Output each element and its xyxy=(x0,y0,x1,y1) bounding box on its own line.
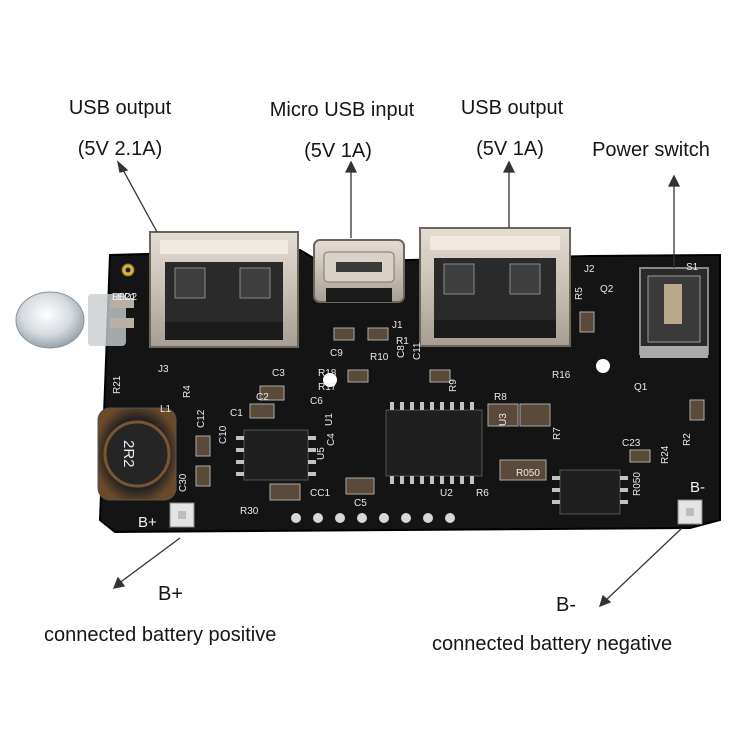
silk-designator: R24 xyxy=(660,445,671,464)
callout-micro-usb-input-title: Micro USB input xyxy=(269,99,415,121)
pad-b-minus xyxy=(677,499,703,525)
usb-port-left xyxy=(149,231,299,348)
callout-b-plus-desc: connected battery positive xyxy=(44,624,277,646)
callout-usb-output-right-title: USB output xyxy=(460,97,564,119)
silk-designator: J1 xyxy=(392,320,403,331)
silk-designator: C5 xyxy=(354,498,367,509)
silk-designator: C23 xyxy=(622,438,641,449)
callout-b-minus-title: B- xyxy=(556,594,576,616)
silk-designator: C4 xyxy=(326,433,337,446)
callout-power-switch: Power switch xyxy=(592,139,710,161)
callout-micro-usb-input-spec: (5V 1A) xyxy=(304,140,372,162)
silk-designator: J3 xyxy=(158,364,169,375)
silk-designator: L1 xyxy=(160,404,172,415)
silk-designator: R6 xyxy=(476,488,489,499)
callout-b-minus-desc: connected battery negative xyxy=(432,633,673,655)
silk-designator: U3 xyxy=(498,413,509,426)
silk-designator: C11 xyxy=(412,342,423,360)
silk-designator: R9 xyxy=(448,379,459,392)
silk-designator: U2 xyxy=(440,488,453,499)
micro-usb-port xyxy=(313,239,405,303)
mount-hole xyxy=(323,373,337,387)
silk-designator: Q2 xyxy=(600,284,614,295)
callout-b-plus-title: B+ xyxy=(158,583,184,605)
callout-usb-output-left-spec: (5V 2.1A) xyxy=(77,138,163,160)
silk-designator: R2 xyxy=(682,433,693,446)
silk-designator: R7 xyxy=(552,427,563,440)
mount-hole xyxy=(596,359,610,373)
silk-designator: U1 xyxy=(324,413,335,426)
silk-designator: C3 xyxy=(272,368,285,379)
silk-b-plus: B+ xyxy=(138,514,157,531)
silk-designator: R050 xyxy=(516,468,540,479)
silk-designator: CC1 xyxy=(310,488,330,499)
leader-lines xyxy=(112,160,683,608)
ic-u3 xyxy=(552,469,628,515)
power-switch xyxy=(639,267,709,358)
silk-designator: C2 xyxy=(256,392,269,403)
silk-designator: R021 xyxy=(112,292,136,303)
silk-designator: C8 xyxy=(396,345,407,358)
silk-designator: J2 xyxy=(584,264,595,275)
silk-designator: C1 xyxy=(230,408,243,419)
silk-designator: R30 xyxy=(240,506,259,517)
pad-b-plus xyxy=(169,502,195,528)
pin-header xyxy=(291,513,455,523)
inductor: 2R2 xyxy=(97,407,177,501)
silk-designator: U5 xyxy=(316,447,327,460)
silk-designator: C30 xyxy=(178,473,189,492)
silk-designator: R5 xyxy=(574,287,585,300)
inductor-label: 2R2 xyxy=(120,440,137,468)
silk-designator: S1 xyxy=(686,262,699,273)
silk-designator: R17 xyxy=(318,382,337,393)
silk-designator: C12 xyxy=(196,409,207,428)
silk-designator: R16 xyxy=(552,370,571,381)
silk-designator: Q1 xyxy=(634,382,648,393)
silk-designator: R4 xyxy=(182,385,193,398)
ic-u5 xyxy=(236,429,316,481)
callout-usb-output-right-spec: (5V 1A) xyxy=(476,138,544,160)
silk-designator: C9 xyxy=(330,348,343,359)
silk-designator: C6 xyxy=(310,396,323,407)
silk-designator: R8 xyxy=(494,392,507,403)
silk-designator: R050 xyxy=(632,472,643,496)
silk-designator: R21 xyxy=(112,375,123,394)
silk-designator: R18 xyxy=(318,368,337,379)
silk-designator: R10 xyxy=(370,352,389,363)
ic-u2 xyxy=(385,402,483,484)
usb-port-right xyxy=(419,227,571,347)
silk-designator: LED2 xyxy=(112,292,137,303)
callout-usb-output-left-title: USB output xyxy=(68,97,172,119)
silk-b-minus: B- xyxy=(690,479,705,496)
smd-components xyxy=(195,311,705,501)
silk-designator: R1 xyxy=(396,336,409,347)
led xyxy=(15,291,134,349)
silk-designator: C10 xyxy=(218,425,229,444)
mount-hole xyxy=(125,267,131,273)
